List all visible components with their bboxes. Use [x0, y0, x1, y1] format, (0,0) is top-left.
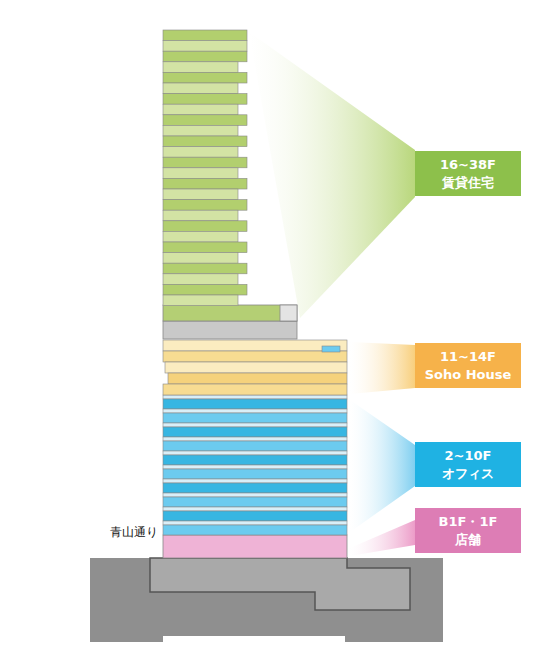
floor-slab: [163, 125, 238, 136]
floor-slab: [163, 465, 347, 469]
floor-slab: [163, 94, 247, 105]
floor-slab: [163, 62, 238, 73]
floor-slab: [163, 83, 238, 94]
floor-slab: [322, 346, 340, 352]
label-text: オフィス: [419, 465, 517, 483]
floor-slab: [163, 157, 247, 168]
floor-slab: [163, 136, 247, 147]
floor-slab: [163, 231, 238, 242]
floor-slab: [163, 521, 347, 525]
floor-slab: [163, 483, 347, 493]
floor-slab: [163, 497, 347, 507]
callout-wedge: [350, 400, 415, 532]
floor-slab: [163, 253, 238, 264]
floor-slab: [163, 147, 238, 158]
label-text: Soho House: [419, 366, 517, 384]
soho-floors: [163, 340, 347, 395]
floor-slab: [163, 168, 238, 179]
label-text: 11~14F: [419, 348, 517, 366]
soho-label: 11~14FSoho House: [415, 343, 521, 388]
shop-floors: [163, 535, 347, 558]
floor-slab: [163, 427, 347, 437]
floor-slab: [163, 437, 347, 441]
floor-slab: [163, 104, 238, 115]
floor-slab: [163, 221, 247, 232]
floor-slab: [163, 51, 247, 62]
floor-slab: [163, 263, 247, 274]
basement: [150, 558, 410, 610]
floor-slab: [163, 189, 238, 200]
residential-floors: [163, 30, 247, 306]
residential-label: 16~38F賃貸住宅: [415, 151, 521, 196]
office-floors: [163, 395, 347, 535]
floor-slab: [163, 30, 247, 41]
floor-slab: [163, 242, 247, 253]
podium-top: [163, 305, 297, 321]
callout-wedge: [350, 342, 415, 394]
floor-slab: [163, 399, 347, 409]
floor-slab: [163, 507, 347, 511]
foundation-gap: [163, 636, 345, 652]
floor-slab: [163, 115, 247, 126]
label-text: 賃貸住宅: [419, 174, 517, 192]
floor-slab: [163, 295, 238, 306]
office-label: 2~10Fオフィス: [415, 442, 521, 487]
floor-slab: [163, 200, 247, 211]
floor-slab: [163, 178, 247, 189]
floor-slab: [163, 413, 347, 423]
floor-slab: [163, 41, 247, 52]
floor-slab: [163, 210, 238, 221]
floor-slab: [163, 511, 347, 521]
floor-slab: [163, 441, 347, 451]
floor-slab: [163, 409, 347, 413]
floor-slab: [163, 72, 247, 83]
floor-slab: [163, 395, 347, 399]
floor-slab: [163, 451, 347, 455]
podium-top: [280, 305, 297, 321]
floor-slab: [163, 469, 347, 479]
label-text: 16~38F: [419, 156, 517, 174]
shop-label: B1F・1F店舗: [415, 508, 521, 553]
floor-slab: [163, 493, 347, 497]
label-text: 2~10F: [419, 447, 517, 465]
callout-wedge: [249, 32, 415, 318]
plant-floor: [163, 321, 297, 339]
floor-slab: [163, 479, 347, 483]
floor-slab: [163, 351, 347, 362]
floor-slab: [163, 384, 347, 395]
floor-slab: [163, 284, 247, 295]
floor-slab: [163, 423, 347, 427]
floor-slab: [163, 274, 238, 285]
label-text: B1F・1F: [419, 513, 517, 531]
callout-wedge: [350, 520, 415, 556]
floor-slab: [163, 455, 347, 465]
floor-slab: [163, 525, 347, 535]
floor-slab: [165, 362, 347, 373]
street-name: 青山通り: [110, 524, 158, 541]
floor-slab: [168, 373, 347, 384]
floor-slab: [163, 340, 347, 351]
label-text: 店舗: [419, 531, 517, 549]
